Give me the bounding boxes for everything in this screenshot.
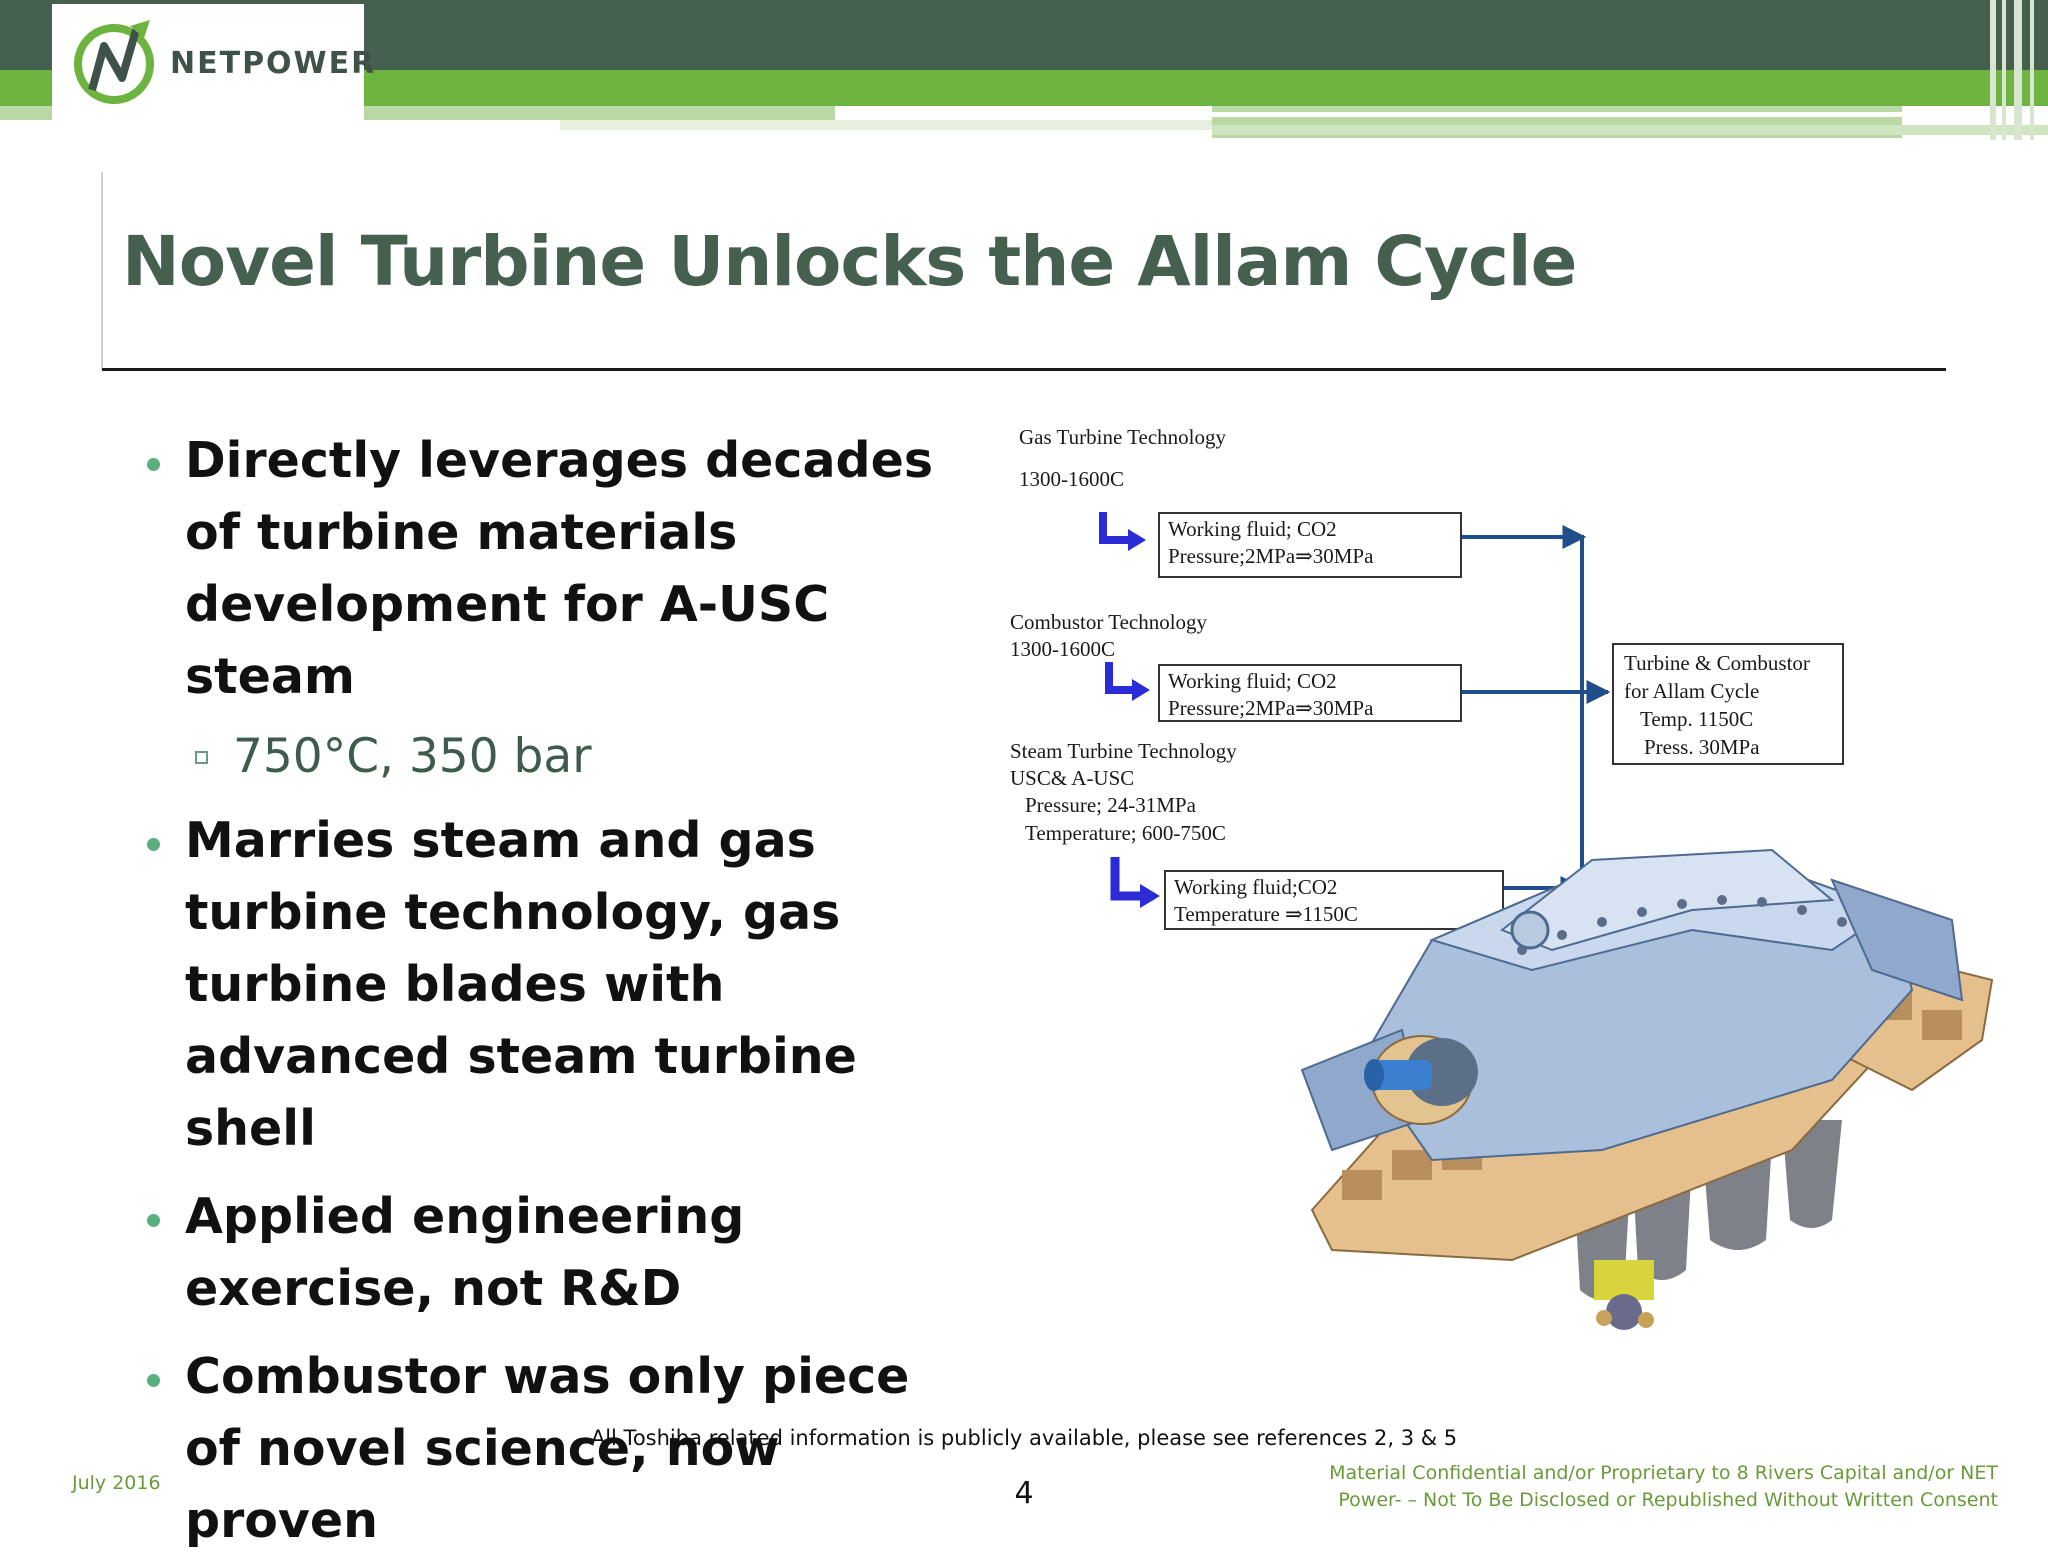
- bent-arrow-icon: [1105, 662, 1150, 701]
- combustor-temp: 1300-1600C: [1010, 637, 1115, 661]
- confidentiality-notice: Material Confidential and/or Proprietary…: [1329, 1460, 1998, 1514]
- confidentiality-line: Power- – Not To Be Disclosed or Republis…: [1338, 1489, 1998, 1511]
- footer-note: All Toshiba related information is publi…: [590, 1426, 1458, 1450]
- turbine-illustration: [1300, 848, 1994, 1330]
- box-line: Working fluid; CO2: [1168, 669, 1337, 693]
- header-band-divider: [1212, 112, 1902, 117]
- gas-turbine-box: Working fluid; CO2 Pressure;2MPa⇒30MPa: [1158, 512, 1462, 578]
- logo-text: NETPOWER: [170, 46, 377, 81]
- title-divider-vertical: [101, 172, 103, 370]
- header-stripe: [2014, 0, 2022, 140]
- combustor-box: Working fluid; CO2 Pressure;2MPa⇒30MPa: [1158, 664, 1462, 722]
- box-line: Temp. 1150C: [1640, 707, 1754, 731]
- header-stripe: [2002, 0, 2006, 140]
- bullet-item: Applied engineering exercise, not R&D: [140, 1181, 970, 1325]
- steam-turbine-pressure: Pressure; 24-31MPa: [1025, 793, 1196, 817]
- bent-arrow-icon: [1110, 857, 1160, 908]
- bullet-text: Combustor was only piece of novel scienc…: [185, 1348, 910, 1549]
- box-line: Pressure;2MPa⇒30MPa: [1168, 696, 1374, 720]
- sub-bullet-item: 750°C, 350 bar: [140, 727, 970, 787]
- logo: NETPOWER: [52, 4, 374, 122]
- box-line: Working fluid;CO2: [1174, 875, 1338, 899]
- slide-title: Novel Turbine Unlocks the Allam Cycle: [122, 222, 1577, 302]
- box-line: for Allam Cycle: [1624, 679, 1760, 703]
- bullet-item: Combustor was only piece of novel scienc…: [140, 1341, 970, 1557]
- bullet-dot-icon: [147, 838, 160, 851]
- sub-bullet-text: 750°C, 350 bar: [233, 729, 592, 784]
- netpower-logo-icon: [74, 20, 154, 104]
- page-number: 4: [1014, 1476, 1034, 1511]
- bullet-item: Marries steam and gas turbine technology…: [140, 805, 970, 1165]
- box-line: Press. 30MPa: [1644, 735, 1760, 759]
- header-band-pale-right: [1212, 125, 2048, 135]
- header-stripe: [2030, 0, 2034, 140]
- bullet-text: Marries steam and gas turbine technology…: [185, 812, 857, 1157]
- square-bullet-icon: [195, 751, 208, 764]
- allam-turbine-box: Turbine & Combustor for Allam Cycle Temp…: [1612, 643, 1844, 765]
- confidentiality-line: Material Confidential and/or Proprietary…: [1329, 1462, 1998, 1484]
- steam-turbine-box: Working fluid;CO2 Temperature ⇒1150C: [1164, 870, 1504, 930]
- bullet-text: Directly leverages decades of turbine ma…: [185, 432, 933, 705]
- box-line: Working fluid; CO2: [1168, 517, 1337, 541]
- bullet-dot-icon: [147, 1214, 160, 1227]
- gas-turbine-label: Gas Turbine Technology: [1019, 425, 1226, 449]
- bullet-item: Directly leverages decades of turbine ma…: [140, 425, 970, 713]
- bullet-list: Directly leverages decades of turbine ma…: [140, 425, 970, 1557]
- gas-turbine-temp: 1300-1600C: [1019, 467, 1124, 491]
- bullet-text: Applied engineering exercise, not R&D: [185, 1188, 745, 1317]
- header-band-pale: [560, 120, 1260, 130]
- bullet-dot-icon: [147, 458, 160, 471]
- box-line: Temperature ⇒1150C: [1174, 902, 1358, 926]
- footer-date: July 2016: [72, 1472, 161, 1494]
- header-stripe: [1990, 0, 1996, 140]
- box-line: Turbine & Combustor: [1624, 651, 1810, 675]
- steam-turbine-label: Steam Turbine Technology: [1010, 739, 1237, 763]
- box-line: Pressure;2MPa⇒30MPa: [1168, 544, 1374, 568]
- title-divider: [102, 368, 1946, 371]
- combustor-label: Combustor Technology: [1010, 610, 1208, 634]
- steam-turbine-temperature: Temperature; 600-750C: [1025, 821, 1226, 845]
- bullet-dot-icon: [147, 1374, 160, 1387]
- steam-turbine-type: USC& A-USC: [1010, 766, 1135, 790]
- bent-arrow-icon: [1099, 512, 1146, 551]
